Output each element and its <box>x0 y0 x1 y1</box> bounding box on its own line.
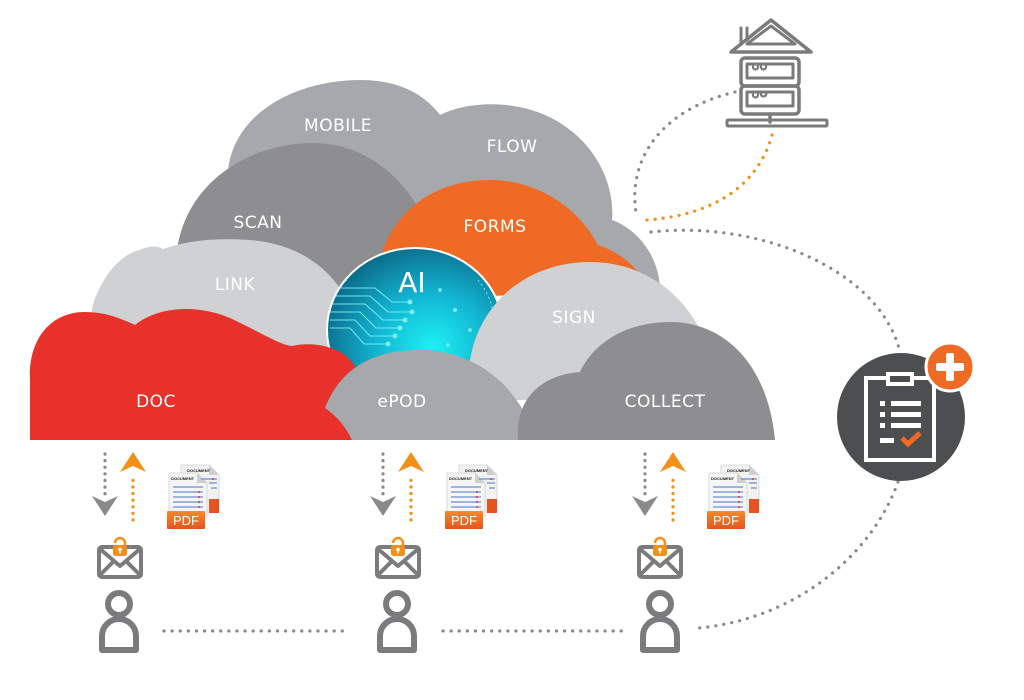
pdf-document-icon[interactable]: DOCUMENT DOCUMENT PDF <box>444 464 498 530</box>
doc-label-front: DOCUMENT <box>449 476 473 481</box>
cloud-link-label: LINK <box>215 275 256 295</box>
pdf-label: PDF <box>713 513 739 528</box>
pdf-label: PDF <box>451 513 477 528</box>
transfer-arrows <box>368 450 426 522</box>
cloud-forms-label: FORMS <box>464 217 527 237</box>
server-orange-link <box>644 133 774 222</box>
clipboard-checklist-icon <box>864 372 936 462</box>
plus-icon[interactable] <box>924 341 976 393</box>
locked-envelope-icon <box>97 536 143 579</box>
pdf-document-icon[interactable]: DOCUMENT DOCUMENT PDF <box>166 464 220 530</box>
cloud-collect <box>517 322 775 440</box>
endpoint-left: DOCUMENT DOCUMENT PDF <box>90 450 220 650</box>
pdf-label: PDF <box>173 513 199 528</box>
endpoint-right: DOCUMENT DOCUMENT PDF <box>630 450 760 650</box>
checklist-badge <box>837 341 976 481</box>
connection-lines <box>162 90 902 633</box>
cloud-to-checklist-link <box>649 228 902 354</box>
doc-label-back: DOCUMENT <box>465 468 489 473</box>
transfer-arrows <box>90 450 148 522</box>
checklist-to-user-link <box>696 480 900 630</box>
endpoint-middle: DOCUMENT DOCUMENT PDF <box>368 450 498 650</box>
locked-envelope-icon <box>637 536 683 579</box>
home-server-icon <box>725 18 829 128</box>
cloud-doc <box>29 308 366 440</box>
cloud-sign-label: SIGN <box>552 308 596 328</box>
user-icon[interactable] <box>643 593 677 650</box>
cloud-cluster: AI MOBILE FLOW SCAN FORMS LINK SIGN DOC … <box>29 80 775 440</box>
pdf-document-icon[interactable]: DOCUMENT DOCUMENT PDF <box>706 464 760 530</box>
user-icon[interactable] <box>102 593 136 650</box>
cloud-epod <box>325 350 565 440</box>
server-gray-link <box>633 90 737 214</box>
transfer-arrows <box>630 450 688 522</box>
cloud-doc-label: DOC <box>136 392 176 412</box>
cloud-collect-label: COLLECT <box>625 392 706 412</box>
doc-label-front: DOCUMENT <box>171 476 195 481</box>
doc-label-back: DOCUMENT <box>727 468 751 473</box>
doc-label-back: DOCUMENT <box>187 468 211 473</box>
user-icon[interactable] <box>380 593 414 650</box>
doc-label-front: DOCUMENT <box>711 476 735 481</box>
cloud-mobile-label: MOBILE <box>304 116 372 136</box>
cloud-ai-label: AI <box>398 266 425 299</box>
cloud-flow-label: FLOW <box>487 137 538 157</box>
locked-envelope-icon <box>375 536 421 579</box>
cloud-scan-label: SCAN <box>233 213 282 233</box>
cloud-epod-label: ePOD <box>377 392 426 412</box>
